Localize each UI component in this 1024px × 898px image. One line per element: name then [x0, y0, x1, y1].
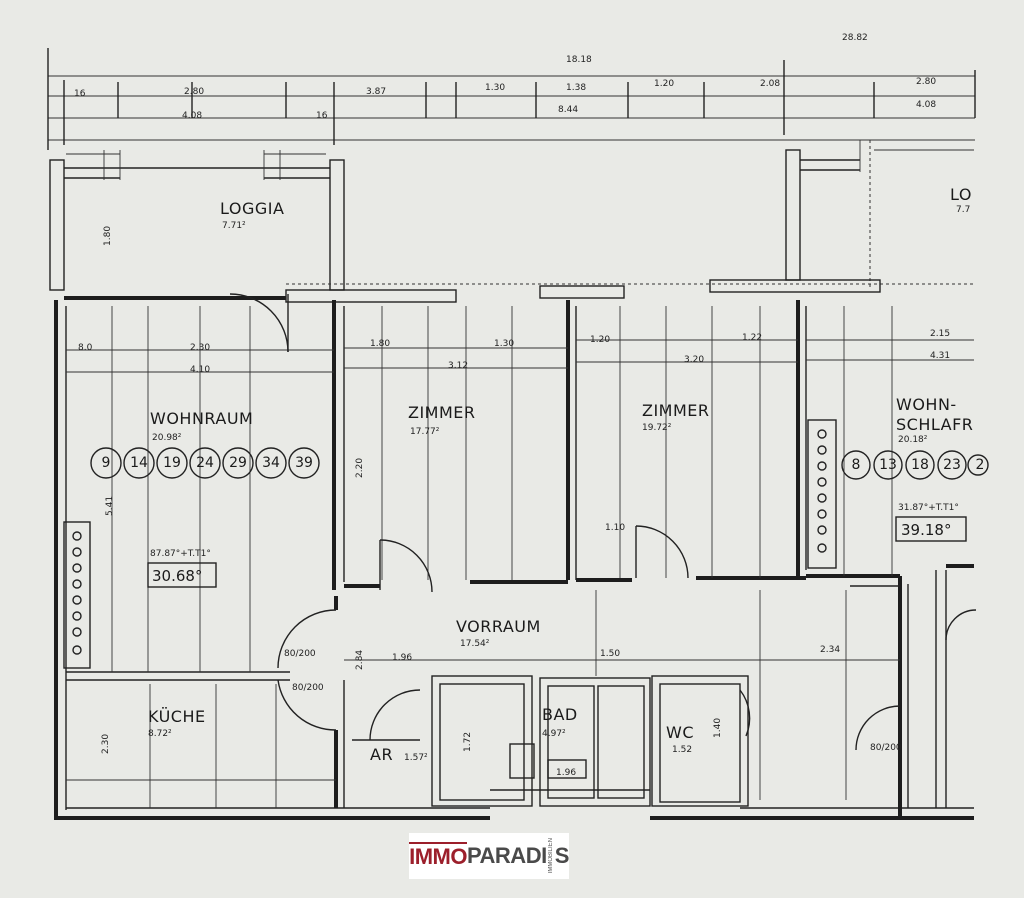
dim-v-bad: 1.72 [463, 732, 473, 752]
dim-r-b: 4.31 [930, 351, 950, 361]
unit-code: 14 [130, 455, 148, 471]
dim-z1-c: 3.12 [448, 361, 468, 371]
dim-v-loggia: 1.80 [103, 226, 113, 246]
dim-z1-b: 1.30 [494, 339, 514, 349]
room-area-kueche: 8.72² [148, 729, 172, 739]
room-label-kueche: KÜCHE [148, 707, 206, 726]
dim-v-wr: 5.41 [105, 496, 115, 516]
room-label-ar: AR [370, 745, 393, 764]
unit-code: 29 [229, 455, 247, 471]
dim-v-ku: 2.30 [101, 734, 111, 754]
room-area-zimmer-1: 17.77² [410, 427, 440, 437]
dim-top-k: 16 [74, 89, 86, 99]
room-label-zimmer-1: ZIMMER [408, 403, 476, 422]
radiator-left [63, 521, 91, 669]
room-area-ar: 1.57² [404, 753, 428, 763]
dim-bad: 1.96 [556, 768, 576, 778]
dim-vr-c: 2.34 [820, 645, 840, 655]
dim-vr-b: 1.50 [600, 649, 620, 659]
doors [229, 293, 977, 751]
room-area-loggia-right: 7.7 [956, 205, 970, 215]
level-value-right: 39.18° [901, 521, 951, 539]
radiator-right [807, 419, 837, 569]
room-label-zimmer-2: ZIMMER [642, 401, 710, 420]
loggia-right-structure [785, 139, 974, 290]
dim-door-3: 80/200 [870, 743, 902, 753]
dim-top-mid: 18.18 [566, 55, 592, 65]
level-note-right: 31.87°+T.T1° [898, 503, 959, 513]
dim-wr-b: 4.10 [190, 365, 210, 375]
dim-small-a: 8.0 [78, 343, 93, 353]
unit-code: 13 [879, 457, 897, 473]
dim-top-total: 28.82 [842, 33, 868, 43]
unit-codes-right: 8 13 18 23 2 [841, 450, 989, 480]
room-label-wohnschlaf-1: WOHN- [896, 395, 957, 414]
dim-top-h: 8.44 [558, 105, 578, 115]
logo-sub: IMMOBILIEN [547, 838, 554, 874]
unit-code: 8 [852, 457, 861, 473]
dim-v-z1: 2.20 [355, 458, 365, 478]
room-label-wohnraum: WOHNRAUM [150, 409, 253, 428]
immoparadies-logo: IMMO PARADI IMMOBILIEN S [409, 833, 569, 879]
logo-part-s: S [554, 843, 570, 868]
dim-z2-c: 1.22 [742, 333, 762, 343]
unit-code: 39 [295, 455, 313, 471]
interior-dimensions: 2.30 4.10 1.80 1.30 3.12 1.20 3.20 1.22 … [78, 226, 950, 778]
logo-part-paradi: PARADI [466, 843, 547, 868]
dim-vr-a: 1.96 [392, 653, 412, 663]
unit-code: 24 [196, 455, 214, 471]
room-label-loggia-right: LO [950, 185, 972, 204]
dim-top-b: 4.08 [182, 111, 202, 121]
level-note-left: 87.87°+T.T1° [150, 549, 211, 559]
dim-wr-a: 2.30 [190, 343, 210, 353]
dim-z2-b: 3.20 [684, 355, 704, 365]
top-dimension-texts: 28.82 18.18 16 2.80 4.08 3.87 16 1.30 1.… [74, 33, 936, 121]
room-area-wohnraum: 20.98² [152, 433, 182, 443]
room-area-loggia-left: 7.71² [222, 221, 246, 231]
unit-code: 9 [102, 455, 111, 471]
dim-door-2: 80/200 [292, 683, 324, 693]
dim-top-e: 1.38 [566, 83, 586, 93]
level-box-right: 31.87°+T.T1° 39.18° [895, 503, 967, 542]
room-area-bad: 4.97² [542, 729, 566, 739]
level-box-left: 87.87°+T.T1° 30.68° [147, 549, 217, 588]
dim-z2-a: 1.20 [590, 335, 610, 345]
unit-code: 23 [943, 457, 961, 473]
walls [54, 279, 974, 820]
unit-codes-left: 9 14 19 24 29 34 39 [90, 447, 320, 479]
top-dimension-lines [47, 48, 976, 150]
dim-top-c: 3.87 [366, 87, 386, 97]
dim-v-wc: 1.40 [713, 718, 723, 738]
unit-code: 18 [911, 457, 929, 473]
room-area-vorraum: 17.54² [460, 639, 490, 649]
dim-top-l: 16 [316, 111, 328, 121]
logo-part-immo: IMMO [409, 842, 467, 869]
dim-door-1: 80/200 [284, 649, 316, 659]
unit-code: 34 [262, 455, 280, 471]
dim-r-a: 2.15 [930, 329, 950, 339]
dim-top-f: 1.20 [654, 79, 674, 89]
room-area-zimmer-2: 19.72² [642, 423, 672, 433]
dim-z1-a: 1.80 [370, 339, 390, 349]
room-label-bad: BAD [542, 705, 578, 724]
loggia-left-structure [49, 150, 345, 291]
dim-z-a: 1.10 [605, 523, 625, 533]
room-label-wc: WC [666, 723, 694, 742]
room-area-wohnschlaf: 20.18² [898, 435, 928, 445]
room-area-wc: 1.52 [672, 745, 692, 755]
room-label-wohnschlaf-2: SCHLAFR [896, 415, 973, 434]
unit-code: 2 [976, 457, 985, 473]
dim-top-j: 4.08 [916, 100, 936, 110]
dim-top-d: 1.30 [485, 83, 505, 93]
dim-top-g: 2.08 [760, 79, 780, 89]
dim-v-vr: 2.84 [355, 650, 365, 670]
room-label-loggia-left: LOGGIA [220, 199, 284, 218]
room-label-vorraum: VORRAUM [456, 617, 541, 636]
dim-top-a: 2.80 [184, 87, 204, 97]
unit-code: 19 [163, 455, 181, 471]
dim-top-i: 2.80 [916, 77, 936, 87]
level-value-left: 30.68° [152, 567, 202, 585]
